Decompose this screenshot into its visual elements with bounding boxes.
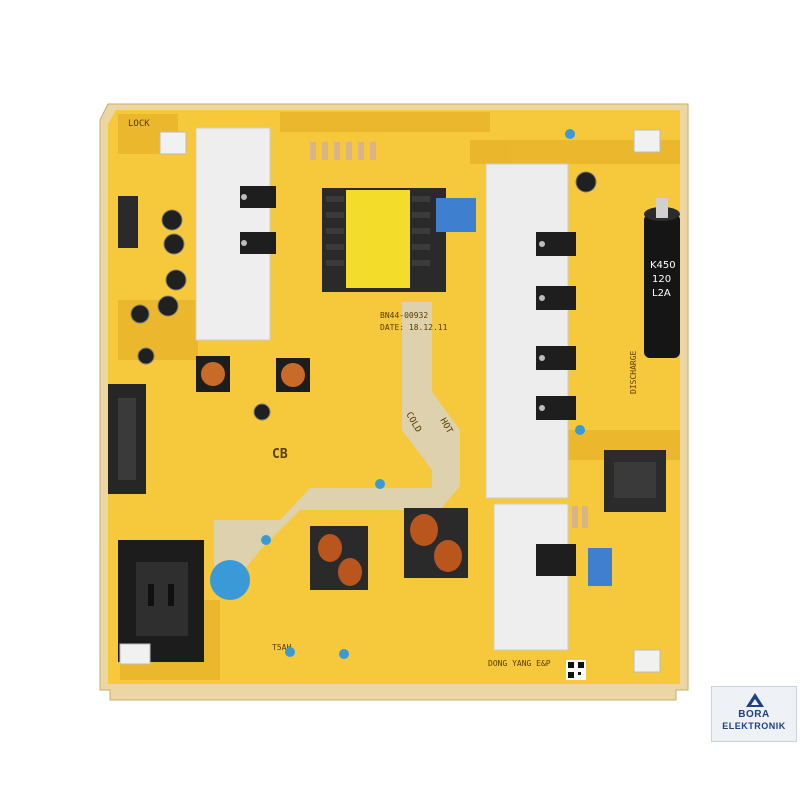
heatsink-right-top [485, 163, 569, 499]
bora-elektronik-logo: BORA ELEKTRONIK [711, 686, 797, 742]
bulk-capacitor [644, 198, 680, 358]
fuse-label: T5AH [272, 643, 291, 652]
lock-label: LOCK [128, 119, 150, 129]
cap-label-3: L2A [652, 288, 671, 299]
cb-label: CB [272, 447, 288, 462]
small-capacitors [130, 171, 597, 421]
discharge-label: DISCHARGE [629, 350, 638, 394]
resistors [310, 142, 588, 528]
qr-code [566, 660, 586, 680]
manufacturer-label: DONG YANG E&P [488, 659, 551, 668]
logo-line2: ELEKTRONIK [722, 721, 786, 731]
connector-left-top [118, 196, 138, 248]
emi-chokes [310, 508, 468, 590]
isolation-band [214, 302, 460, 570]
main-transformer [322, 188, 446, 292]
cap-label-2: 120 [652, 274, 671, 285]
mount-clips [119, 129, 661, 673]
cap-label-1: K450 [650, 260, 676, 271]
heatsink-right-bottom [493, 503, 569, 651]
date-label: DATE: 18.12.11 [380, 323, 448, 332]
triangle-logo-icon [746, 693, 764, 707]
inductors [196, 356, 310, 392]
ceramic-capacitors [261, 129, 585, 659]
ac-inlet [118, 540, 204, 662]
model-label: BN44-00932 [380, 311, 428, 320]
logo-line1: BORA [738, 709, 770, 720]
film-capacitors [210, 198, 612, 600]
transistors [240, 186, 576, 576]
